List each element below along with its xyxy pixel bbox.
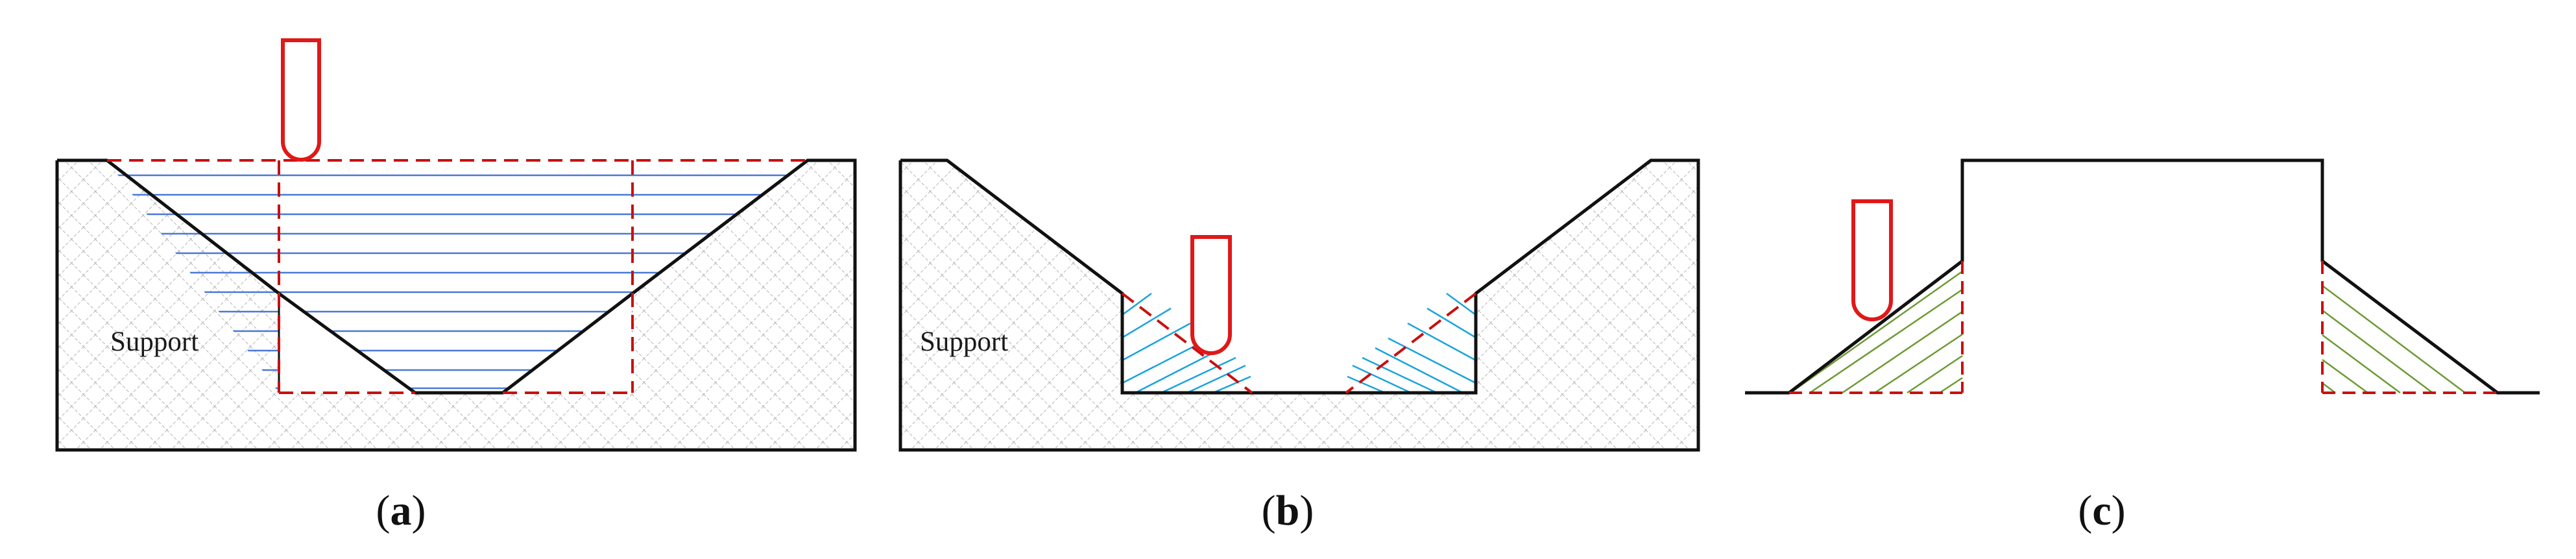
dashed-boundary-c — [1789, 261, 2498, 394]
panel-b: Support — [898, 158, 1700, 452]
support-label-b: Support — [920, 327, 1008, 357]
outline-c — [1745, 158, 2540, 395]
dashed-boundary-a — [107, 159, 808, 394]
caption-c: (c) — [2078, 487, 2125, 534]
ball-end-mill-icon — [1190, 235, 1232, 355]
dashed-boundary-b — [1121, 292, 1477, 394]
support-region-a — [57, 160, 855, 450]
caption-a: (a) — [376, 487, 426, 534]
fill-lines-c-left — [1790, 270, 1963, 394]
support-region-b — [900, 160, 1698, 450]
panel-a: Support — [55, 38, 857, 452]
fill-lines-b-left — [1122, 292, 1251, 394]
ball-end-mill-icon — [1851, 199, 1893, 321]
ball-end-mill-icon — [281, 38, 321, 162]
support-label-a: Support — [110, 327, 199, 357]
caption-b: (b) — [1262, 487, 1314, 534]
panel-c — [1745, 158, 2540, 395]
fill-lines-b-right — [1347, 292, 1476, 394]
